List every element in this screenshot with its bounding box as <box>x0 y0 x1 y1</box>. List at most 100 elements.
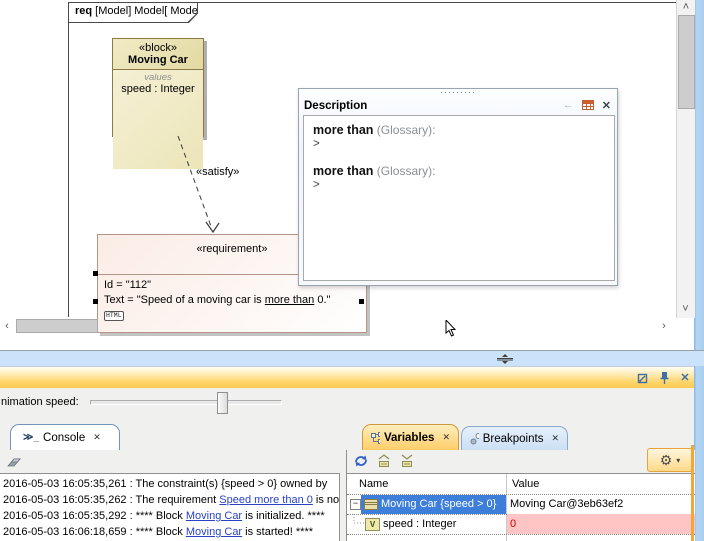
glossary-term: more than <box>313 123 374 137</box>
panel-right-accent <box>691 445 694 541</box>
variables-panel: ⚙ ▾ Name Value − <box>346 448 695 541</box>
variable-value-cell-alert[interactable]: 0 <box>507 514 695 534</box>
description-window: ········· Description ← ✕ m <box>298 88 618 286</box>
frame-diagram-kind: req <box>75 5 93 17</box>
console-text: is initialized. **** <box>242 510 325 522</box>
variable-value-cell[interactable]: Moving Car@3eb63ef2 <box>510 498 624 510</box>
tab-console[interactable]: ≫_ Console ✕ <box>10 424 120 450</box>
block-link[interactable]: Moving Car <box>185 510 243 522</box>
tab-variables[interactable]: Variables ✕ <box>362 424 459 450</box>
column-header-value[interactable]: Value <box>512 478 540 490</box>
glossary-qualifier: (Glossary): <box>373 123 436 137</box>
glossary-definition: > <box>313 138 320 150</box>
console-log[interactable]: 2016-05-03 16:05:35,261 : The constraint… <box>0 473 340 541</box>
close-tab-icon[interactable]: ✕ <box>93 432 101 442</box>
close-tab-icon[interactable]: ✕ <box>551 433 559 443</box>
block-element-moving-car[interactable]: «block» Moving Car values speed : Intege… <box>112 38 204 169</box>
close-icon[interactable]: ✕ <box>601 100 611 112</box>
close-panel-icon[interactable]: ✕ <box>680 372 690 384</box>
table-row-speed[interactable]: V speed : Integer 0 <box>347 514 695 535</box>
breakpoints-icon <box>470 432 479 444</box>
refresh-icon[interactable] <box>354 454 368 468</box>
tab-breakpoints-label: Breakpoints <box>482 432 544 445</box>
selection-handle[interactable] <box>93 271 98 276</box>
values-compartment-label: values <box>144 72 172 83</box>
splitter-handle-icon[interactable] <box>496 354 514 364</box>
dropdown-arrow-icon: ▾ <box>676 455 681 465</box>
diagram-frame-label[interactable]: req [Model] Model[ Model ] <box>68 2 198 23</box>
table-row-moving-car[interactable]: − Moving Car {speed > 0} Moving Car@3eb6… <box>347 495 695 515</box>
diagram-frame-top-border <box>68 2 694 3</box>
variable-value: 0 <box>510 518 517 530</box>
animation-speed-label: nimation speed: <box>1 396 79 408</box>
variables-options-button[interactable]: ⚙ ▾ <box>647 448 693 472</box>
vertical-scrollbar[interactable]: ˄ ˅ <box>676 0 695 318</box>
float-window-icon[interactable] <box>636 372 648 384</box>
console-text: is started! **** <box>242 526 314 538</box>
vertical-scrollbar-thumb[interactable] <box>678 15 695 109</box>
scroll-right-button[interactable]: › <box>662 320 666 332</box>
close-tab-icon[interactable]: ✕ <box>442 432 450 442</box>
value-property-icon: V <box>365 518 380 531</box>
value-icon-letter: V <box>369 520 376 529</box>
gear-icon: ⚙ <box>659 452 673 468</box>
scroll-down-button[interactable]: ˅ <box>682 303 689 315</box>
requirement-body: Id = "112" Text = "Speed of a moving car… <box>98 275 366 325</box>
variable-name: speed : Integer <box>383 518 457 530</box>
tab-breakpoints[interactable]: Breakpoints ✕ <box>461 426 568 450</box>
expand-nodes-icon[interactable] <box>376 454 392 468</box>
tree-branch-line <box>353 514 364 524</box>
window-right-border <box>694 0 704 541</box>
requirement-glossary-term[interactable]: more than <box>264 293 315 306</box>
diagram-canvas[interactable]: req [Model] Model[ Model ] «block» Movin… <box>0 0 695 352</box>
requirement-id-line: Id = "112" <box>104 279 152 291</box>
column-divider[interactable] <box>506 474 507 541</box>
collapse-nodes-icon[interactable] <box>399 454 415 468</box>
column-header-name[interactable]: Name <box>359 478 389 490</box>
requirement-text-pre: Text = "Speed of a moving car is <box>104 293 265 306</box>
pin-icon[interactable] <box>659 371 670 385</box>
open-in-table-icon[interactable] <box>581 100 594 111</box>
variables-table[interactable]: Name Value − Moving Car {speed > 0} Movi… <box>347 473 695 541</box>
selection-handle[interactable] <box>93 299 98 304</box>
console-line: 2016-05-03 16:05:35,261 : The constraint… <box>3 476 339 492</box>
tree-collapse-toggle[interactable]: − <box>350 499 361 510</box>
clear-console-icon[interactable] <box>6 455 23 468</box>
frame-diagram-name: [Model] Model[ Model ] <box>92 5 207 17</box>
variables-icon <box>371 431 380 444</box>
block-link[interactable]: Moving Car <box>185 526 243 538</box>
console-toolbar: i ⚙ ▾ <box>0 450 339 473</box>
scroll-left-button[interactable]: ‹ <box>5 320 9 332</box>
requirement-stereotype: «requirement» <box>98 235 366 275</box>
block-instance-icon <box>364 499 378 510</box>
console-text: 2016-05-03 16:06:18,659 : **** Block <box>3 526 186 538</box>
block-stereotype: «block» <box>139 42 177 54</box>
scroll-up-button[interactable]: ˄ <box>682 1 690 13</box>
variable-name-cell[interactable]: Moving Car {speed > 0} <box>361 495 506 514</box>
selection-handle[interactable] <box>359 299 364 304</box>
back-arrow-icon[interactable]: ← <box>562 99 574 111</box>
animation-speed-slider[interactable] <box>90 400 282 405</box>
glossary-entry: more than (Glossary): > <box>313 123 605 150</box>
horizontal-splitter[interactable] <box>0 351 704 366</box>
console-text: 2016-05-03 16:05:35,292 : **** Block <box>3 510 186 522</box>
console-text: 2016-05-03 16:05:35,262 : The requiremen… <box>3 494 220 506</box>
block-name: Moving Car <box>128 54 188 66</box>
horizontal-scrollbar[interactable]: ‹ › <box>0 318 674 334</box>
variable-name: Moving Car {speed > 0} <box>381 498 497 510</box>
minus-glyph: − <box>352 498 359 508</box>
tab-console-label: Console <box>43 431 86 444</box>
console-line: 2016-05-03 16:06:18,659 : **** Block Mov… <box>3 524 339 540</box>
editor-bottom-border <box>0 350 704 351</box>
console-line: 2016-05-03 16:05:35,262 : The requiremen… <box>3 492 339 508</box>
diagram-frame-left-border <box>68 2 69 317</box>
animation-speed-slider-thumb[interactable] <box>217 392 228 414</box>
glossary-qualifier: (Glossary): <box>373 164 436 178</box>
simulation-panel-titlebar[interactable]: ✕ <box>0 366 694 390</box>
horizontal-scrollbar-thumb[interactable] <box>16 319 98 333</box>
description-window-title: Description <box>304 99 368 112</box>
requirement-link[interactable]: Speed more than 0 <box>219 494 313 506</box>
requirement-text-line: Text = "Speed of a moving car is more th… <box>104 293 360 308</box>
window-drag-handle[interactable]: ········· <box>440 87 476 97</box>
